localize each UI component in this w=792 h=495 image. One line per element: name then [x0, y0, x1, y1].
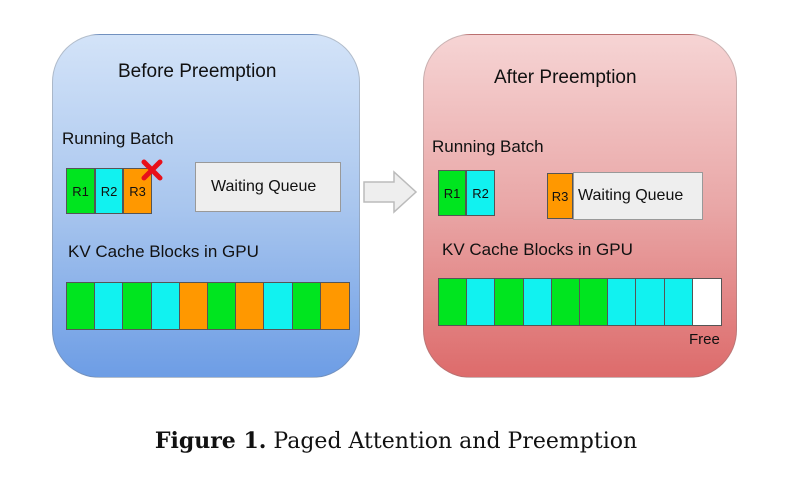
after-kv-cache-label: KV Cache Blocks in GPU — [442, 240, 633, 259]
after-kv-block — [439, 279, 468, 325]
after-waiting-queue-label: Waiting Queue — [578, 187, 684, 204]
after-kv-cache-blocks — [438, 278, 722, 326]
after-kv-block — [579, 279, 609, 325]
before-request-r2: R2 — [95, 168, 123, 214]
after-running-batch-label: Running Batch — [432, 137, 544, 156]
after-queued-request-r3: R3 — [547, 173, 573, 219]
before-kv-cache-label: KV Cache Blocks in GPU — [68, 242, 259, 261]
before-kv-cache-blocks — [66, 282, 350, 330]
before-waiting-queue: Waiting Queue — [195, 162, 341, 212]
figure-caption-label: Figure 1. — [154, 428, 267, 454]
after-kv-block — [551, 279, 580, 325]
before-kv-block — [264, 283, 293, 329]
free-block-label: Free — [689, 331, 720, 348]
before-kv-block — [292, 283, 321, 329]
figure-caption: Figure 1. Paged Attention and Preemption — [0, 428, 792, 454]
after-kv-block — [692, 279, 721, 325]
before-kv-block — [95, 283, 124, 329]
after-kv-block — [495, 279, 524, 325]
before-title: Before Preemption — [118, 61, 277, 82]
after-kv-block — [664, 279, 693, 325]
before-kv-block — [320, 283, 349, 329]
after-title: After Preemption — [494, 67, 637, 88]
after-kv-block — [608, 279, 637, 325]
after-request-r2: R2 — [466, 170, 495, 216]
after-waiting-queue: Waiting Queue — [573, 172, 703, 220]
evict-x-icon — [141, 159, 163, 181]
before-kv-block — [67, 283, 96, 329]
before-kv-block — [123, 283, 152, 329]
figure-caption-text: Paged Attention and Preemption — [273, 429, 638, 454]
before-request-r1: R1 — [66, 168, 95, 214]
after-kv-block — [467, 279, 496, 325]
before-running-batch-label: Running Batch — [62, 129, 174, 148]
after-kv-block — [636, 279, 665, 325]
before-waiting-queue-label: Waiting Queue — [211, 178, 317, 195]
before-kv-block — [151, 283, 180, 329]
after-kv-block — [523, 279, 552, 325]
before-kv-block — [207, 283, 237, 329]
after-request-r1: R1 — [438, 170, 466, 216]
before-kv-block — [236, 283, 265, 329]
before-kv-block — [179, 283, 208, 329]
transition-arrow-icon — [363, 170, 418, 214]
